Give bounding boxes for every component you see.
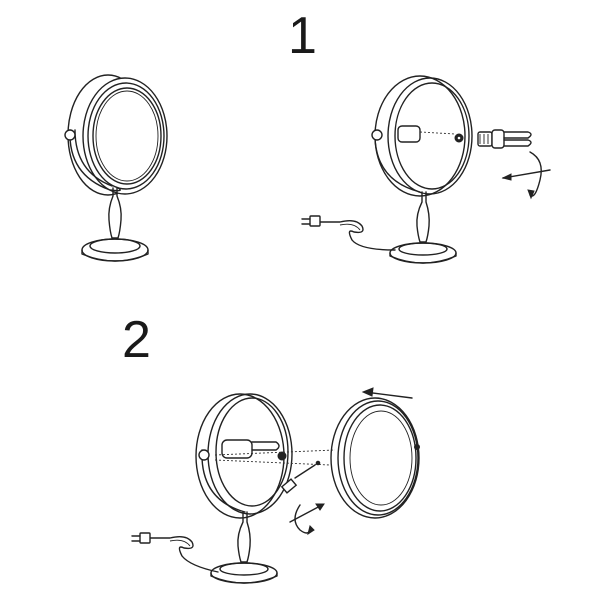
mirror-front-cover — [330, 397, 420, 519]
front-cover-attach — [131, 387, 420, 584]
assembled-mirror — [64, 74, 168, 262]
step-1-number: 1 — [288, 7, 317, 65]
bulb-insertion — [301, 75, 551, 264]
adjust-knob — [198, 449, 210, 461]
light-bulb — [477, 129, 532, 149]
rotate-arrow-icon — [501, 151, 551, 200]
power-plug — [301, 215, 321, 227]
push-arrow-icon — [361, 387, 413, 399]
power-cord — [317, 219, 396, 251]
screwdriver-icon — [280, 460, 321, 494]
step-2-number: 2 — [122, 311, 151, 369]
adjust-knob — [64, 129, 76, 141]
power-cord — [147, 535, 219, 573]
power-plug — [131, 532, 151, 544]
rotate-arrow-icon — [289, 503, 325, 536]
adjust-knob — [371, 129, 383, 141]
